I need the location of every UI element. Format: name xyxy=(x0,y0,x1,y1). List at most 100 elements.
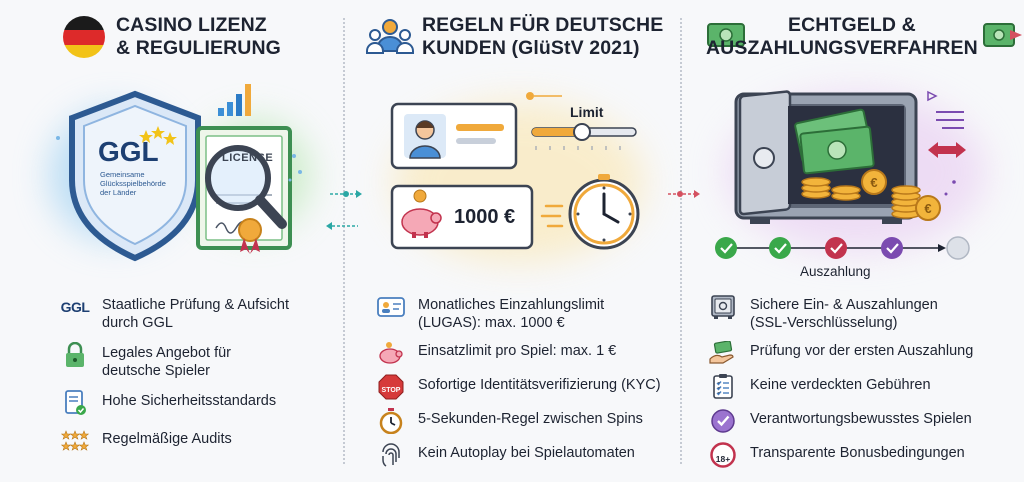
list-item-text: 5-Sekunden-Regel zwischen Spins xyxy=(418,408,643,428)
column-title: CASINO LIZENZ & REGULIERUNG xyxy=(116,14,281,60)
title-line: & REGULIERUNG xyxy=(116,37,281,59)
payout-feature-list: Sichere Ein- & Auszahlungen (SSL-Verschl… xyxy=(708,294,973,468)
padlock-icon xyxy=(60,342,90,368)
list-item-text: Transparente Bonusbedingungen xyxy=(750,442,965,462)
license-illustration: GGL Gemeinsame Glücksspielbehörde der Lä… xyxy=(50,80,340,270)
document-check-icon xyxy=(60,390,90,416)
connector-arrows-1 xyxy=(326,190,362,230)
stop-sign-icon: STOP xyxy=(376,374,406,400)
piggy-bank-icon xyxy=(376,340,406,366)
svg-text:€: € xyxy=(870,175,877,190)
list-item-text: Regelmäßige Audits xyxy=(102,428,232,448)
list-item-line: Keine verdeckten Gebühren xyxy=(750,377,931,393)
list-item-line: Einsatzlimit pro Spiel: max. 1 € xyxy=(418,343,617,359)
banknote-icon xyxy=(707,23,745,47)
title-line: CASINO LIZENZ xyxy=(116,14,267,36)
list-item-line: Staatliche Prüfung & Aufsicht xyxy=(102,297,289,313)
stopwatch-icon xyxy=(376,408,406,434)
title-line: REGELN FÜR DEUTSCHE xyxy=(422,14,664,36)
list-item: STOP Sofortige Identitätsverifizierung (… xyxy=(376,374,661,400)
fingerprint-icon xyxy=(376,442,406,468)
column-divider-2 xyxy=(680,18,682,464)
list-item: Einsatzlimit pro Spiel: max. 1 € xyxy=(376,340,661,366)
column-header: REGELN FÜR DEUTSCHE KUNDEN (GlüStV 2021) xyxy=(366,14,663,60)
list-item-line: Verantwortungsbewusstes Spielen xyxy=(750,411,972,427)
list-item-text: Sichere Ein- & Auszahlungen (SSL-Verschl… xyxy=(750,294,938,332)
list-item: Keine verdeckten Gebühren xyxy=(708,374,973,400)
list-item: Verantwortungsbewusstes Spielen xyxy=(708,408,973,434)
list-item-line: Transparente Bonusbedingungen xyxy=(750,445,965,461)
payout-illustration: € € Auszahlung xyxy=(706,82,1016,282)
list-item-text: Legales Angebot für deutsche Spieler xyxy=(102,342,231,380)
german-flag-icon xyxy=(63,16,105,58)
list-item-line: (SSL-Verschlüsselung) xyxy=(750,315,898,331)
column-header: CASINO LIZENZ & REGULIERUNG xyxy=(62,14,281,60)
list-item: Monatliches Einzahlungslimit (LUGAS): ma… xyxy=(376,294,661,332)
title-line: AUSZAHLUNGSVERFAHREN xyxy=(706,37,978,59)
rules-illustration: Limit 1000 € xyxy=(384,82,674,262)
list-item: GGL Staatliche Prüfung & Aufsicht durch … xyxy=(60,294,289,332)
list-item: 5-Sekunden-Regel zwischen Spins xyxy=(376,408,661,434)
license-feature-list: GGL Staatliche Prüfung & Aufsicht durch … xyxy=(60,294,289,454)
list-item-text: Keine verdeckten Gebühren xyxy=(750,374,931,394)
connector-arrows-2 xyxy=(668,190,700,198)
list-item-line: (LUGAS): max. 1000 € xyxy=(418,315,565,331)
list-item-text: Monatliches Einzahlungslimit (LUGAS): ma… xyxy=(418,294,604,332)
id-card-icon xyxy=(376,294,406,320)
shield-caption: Gemeinsame Glücksspielbehörde der Länder xyxy=(100,170,166,197)
list-item: Legales Angebot für deutsche Spieler xyxy=(60,342,289,380)
shield-logo-text: GGL xyxy=(98,136,159,167)
column-payout: ECHTGELD & AUSZAHLUNGSVERFAHREN xyxy=(682,0,1024,482)
list-item-text: Einsatzlimit pro Spiel: max. 1 € xyxy=(418,340,616,360)
star-rating-icon xyxy=(60,428,90,454)
list-item-line: Sofortige Identitätsverifizierung (KYC) xyxy=(418,377,661,393)
shield-caption-line: Glücksspielbehörde xyxy=(100,179,166,188)
list-item-line: Monatliches Einzahlungslimit xyxy=(418,297,605,313)
list-item-text: Sofortige Identitätsverifizierung (KYC) xyxy=(418,374,661,394)
list-item-line: deutsche Spieler xyxy=(102,363,211,379)
title-line: KUNDEN (GlüStV 2021) xyxy=(422,37,640,59)
list-item-text: Kein Autoplay bei Spielautomaten xyxy=(418,442,635,462)
list-item: 18+ Transparente Bonusbedingungen xyxy=(708,442,973,468)
shield-caption-line: der Länder xyxy=(100,188,137,197)
checklist-icon xyxy=(708,374,738,400)
bar-chart-icon xyxy=(218,84,251,116)
age-18-icon: 18+ xyxy=(708,442,738,468)
check-circle-icon xyxy=(708,408,738,434)
list-item-text: Staatliche Prüfung & Aufsicht durch GGL xyxy=(102,294,289,332)
ggl-logo-text: GGL xyxy=(60,299,90,315)
age-18-text: 18+ xyxy=(715,454,731,464)
list-item-line: durch GGL xyxy=(102,315,173,331)
list-item-line: 5-Sekunden-Regel zwischen Spins xyxy=(418,411,643,427)
list-item: Regelmäßige Audits xyxy=(60,428,289,454)
column-rules: REGELN FÜR DEUTSCHE KUNDEN (GlüStV 2021) xyxy=(344,0,678,482)
list-item-line: Regelmäßige Audits xyxy=(102,431,232,447)
column-header: ECHTGELD & AUSZAHLUNGSVERFAHREN xyxy=(706,14,1024,60)
people-group-icon xyxy=(366,19,414,54)
rules-feature-list: Monatliches Einzahlungslimit (LUGAS): ma… xyxy=(376,294,661,468)
limit-label: Limit xyxy=(570,104,604,120)
list-item-line: Prüfung vor der ersten Auszahlung xyxy=(750,343,974,359)
list-item: Kein Autoplay bei Spielautomaten xyxy=(376,442,661,468)
list-item: Hohe Sicherheitsstandards xyxy=(60,390,289,416)
stop-sign-text: STOP xyxy=(381,387,401,394)
payout-step-label: Auszahlung xyxy=(800,264,871,279)
list-item-text: Prüfung vor der ersten Auszahlung xyxy=(750,340,973,360)
column-divider-1 xyxy=(343,18,345,464)
safe-icon xyxy=(708,294,738,320)
title-line: ECHTGELD & xyxy=(788,14,916,36)
list-item-line: Hohe Sicherheitsstandards xyxy=(102,393,277,409)
list-item-line: Legales Angebot für xyxy=(102,345,231,361)
list-item: Prüfung vor der ersten Auszahlung xyxy=(708,340,973,366)
list-item-text: Hohe Sicherheitsstandards xyxy=(102,390,276,410)
shield-caption-line: Gemeinsame xyxy=(100,170,145,179)
ggl-logo-icon: GGL xyxy=(60,294,90,320)
license-label: LICENSE xyxy=(222,152,274,164)
list-item-line: Sichere Ein- & Auszahlungen xyxy=(750,297,938,313)
hand-money-icon xyxy=(708,340,738,366)
column-license: CASINO LIZENZ & REGULIERUNG xyxy=(0,0,340,482)
svg-text:€: € xyxy=(924,201,931,216)
list-item-text: Verantwortungsbewusstes Spielen xyxy=(750,408,972,428)
list-item: Sichere Ein- & Auszahlungen (SSL-Verschl… xyxy=(708,294,973,332)
column-title: ECHTGELD & AUSZAHLUNGSVERFAHREN xyxy=(706,14,978,60)
